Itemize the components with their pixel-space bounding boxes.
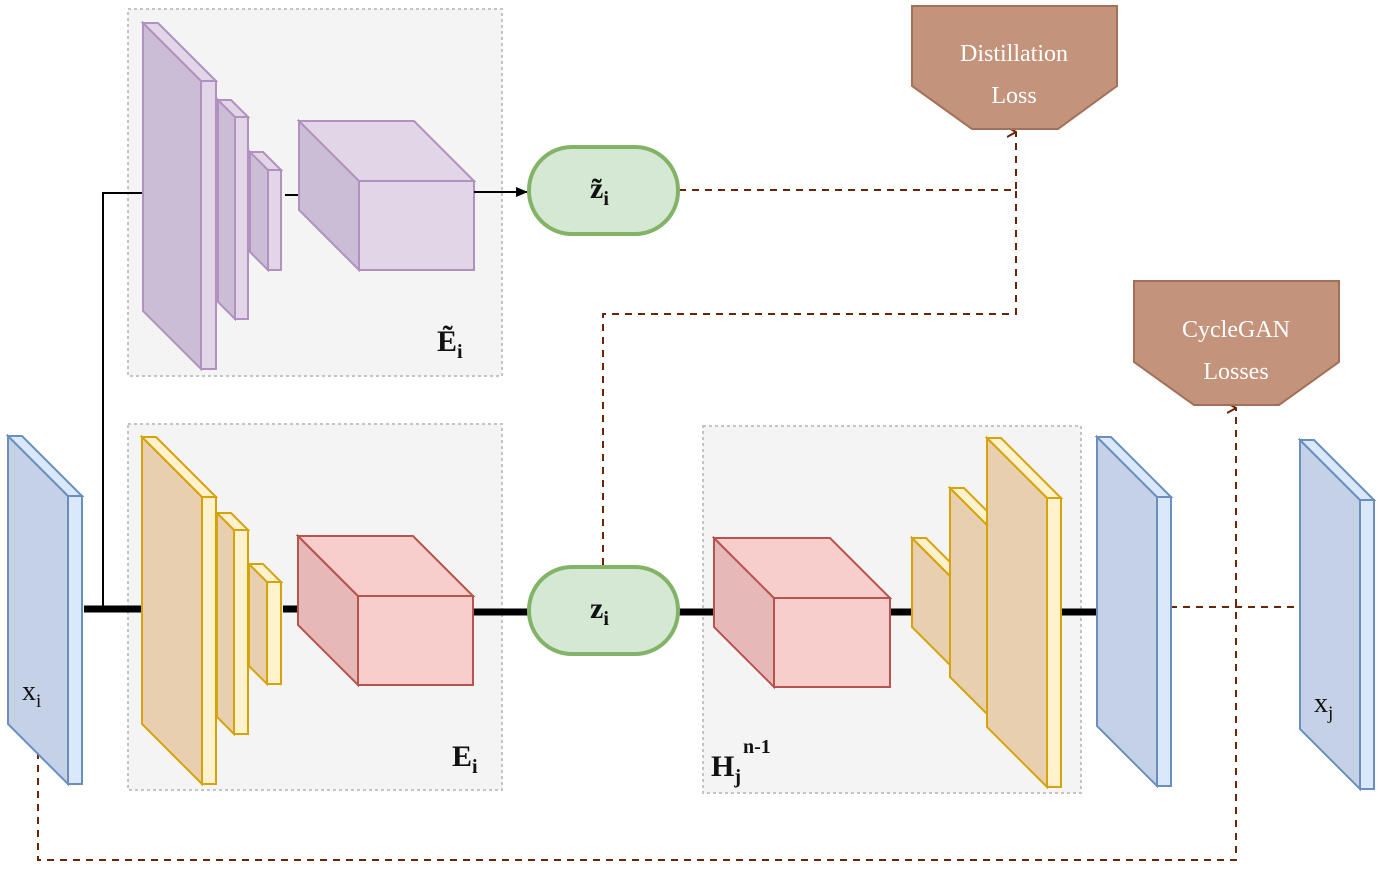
target-image-label: xj: [1314, 688, 1333, 724]
student-encoder: Ẽi: [102, 20, 528, 607]
encoder-bottleneck-cube: [295, 533, 476, 688]
input-image-label: xi: [22, 676, 41, 712]
student-layer-1: [140, 20, 219, 372]
distill-line-from-z-tilde: [679, 132, 1017, 191]
encoder-layer-2: [214, 510, 251, 737]
student-layer-3: [247, 149, 284, 273]
target-image-xj: xj: [1297, 437, 1377, 792]
z-tilde-node: z̃i: [527, 145, 680, 236]
distill-line-from-z: [602, 190, 1017, 565]
z-tilde-label: z̃i: [590, 172, 609, 210]
encoder: Ei: [139, 434, 478, 787]
cyclegan-loss-box: CycleGAN Losses: [1133, 280, 1340, 406]
decoder-bottleneck-cube: [711, 535, 893, 690]
decoder: Hjn-1: [711, 435, 1064, 790]
cyclegan-loss-line1: CycleGAN: [1182, 317, 1290, 343]
distillation-loss-line1: Distillation: [960, 41, 1068, 67]
student-bottleneck-cube: [296, 118, 477, 273]
decoder-group-label: Hjn-1: [711, 736, 771, 788]
encoder-layer-3: [246, 561, 284, 687]
cyclegan-loss-line2: Losses: [1203, 359, 1268, 385]
student-group-label: Ẽi: [437, 325, 463, 363]
input-image-xi: xi: [5, 433, 85, 787]
cycle-line-from-input: [37, 408, 1237, 861]
decoder-layer-3: [984, 435, 1064, 790]
encoder-group-label: Ei: [452, 740, 478, 778]
z-node: zi: [527, 565, 680, 656]
generated-image: [1094, 434, 1174, 789]
distillation-loss-box: Distillation Loss: [911, 5, 1118, 130]
distillation-loss-line2: Loss: [991, 83, 1036, 109]
encoder-layer-1: [139, 434, 219, 787]
student-layer-2: [215, 97, 251, 322]
z-label: zi: [590, 592, 609, 630]
